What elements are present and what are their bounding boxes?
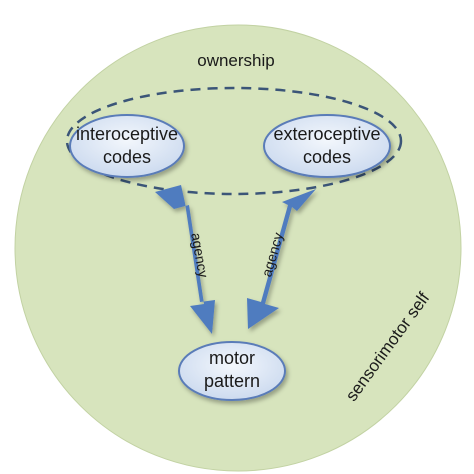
node-exteroceptive-line1: exteroceptive xyxy=(273,124,380,144)
node-interoceptive-line1: interoceptive xyxy=(76,124,178,144)
node-interoceptive-codes: interoceptive codes xyxy=(69,114,185,178)
sensorimotor-self-circle xyxy=(14,24,462,472)
ownership-label: ownership xyxy=(197,51,275,70)
node-interoceptive-line2: codes xyxy=(103,147,151,167)
agency-label-left: agency xyxy=(188,232,212,279)
agency-arrow-left xyxy=(155,185,215,334)
agency-arrow-right xyxy=(247,189,316,329)
node-motor-line1: motor xyxy=(209,348,255,368)
node-motor-line2: pattern xyxy=(204,371,260,391)
node-exteroceptive-codes: exteroceptive codes xyxy=(263,114,391,178)
ownership-dashed-ellipse xyxy=(65,86,403,196)
node-motor-pattern: motor pattern xyxy=(178,341,286,401)
node-exteroceptive-line2: codes xyxy=(303,147,351,167)
